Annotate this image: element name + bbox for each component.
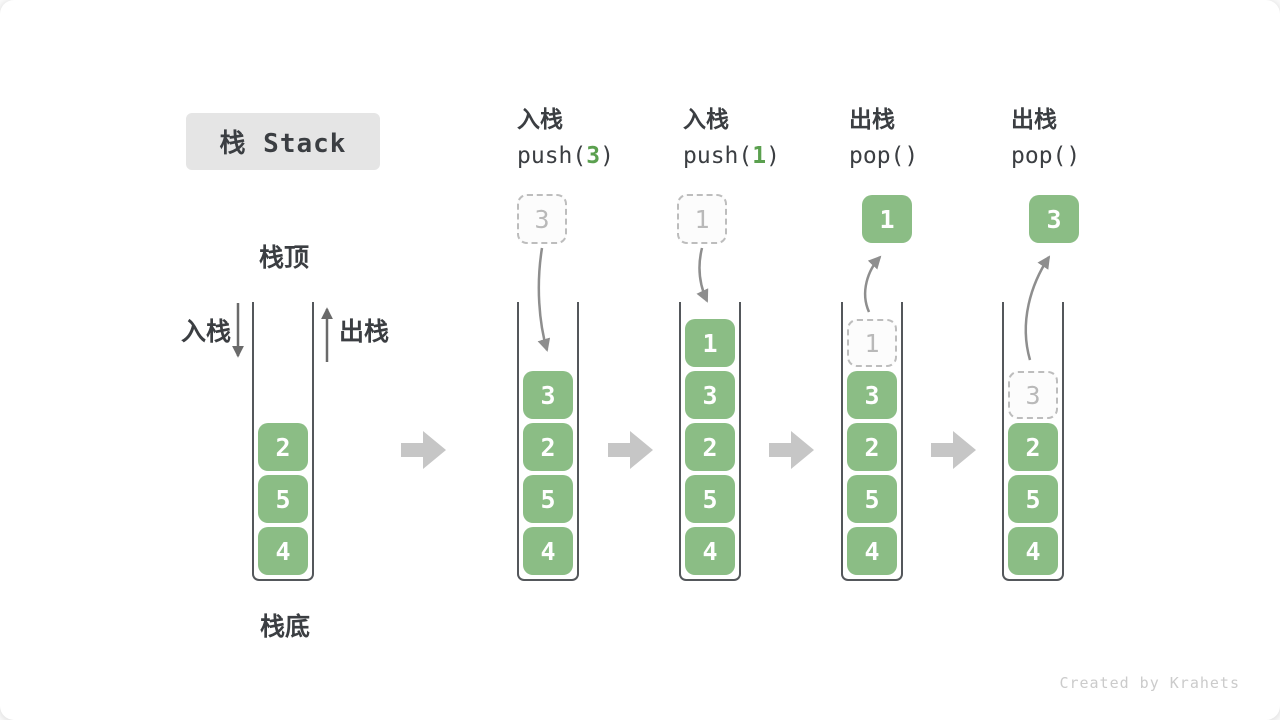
stack-item: 3 (523, 371, 573, 419)
stack-item: 2 (1008, 423, 1058, 471)
incoming-value-box: 1 (677, 194, 727, 244)
step-arrow-icon (401, 431, 446, 469)
stack-item: 2 (258, 423, 308, 471)
column-op-code: push(1) (683, 142, 780, 170)
pop-side-label: 出栈 (339, 317, 390, 346)
stack-item: 5 (523, 475, 573, 523)
stack-item-ghost: 1 (847, 319, 897, 367)
push-side-label: 入栈 (181, 317, 232, 346)
column-header-push-1: 入栈 push(1) (683, 106, 780, 170)
column-op-code: push(3) (517, 142, 614, 170)
step-arrow-icon (931, 431, 976, 469)
code-close: ) (904, 143, 919, 169)
stack-container-after-push-3 (517, 302, 579, 581)
push-1-arrow-icon (696, 247, 709, 303)
column-op-label: 入栈 (517, 107, 563, 133)
stack-item: 4 (258, 527, 308, 575)
step-arrow-icon (769, 431, 814, 469)
stack-item: 5 (1008, 475, 1058, 523)
code-fn: pop( (849, 143, 905, 169)
stack-item: 1 (685, 319, 735, 367)
step-arrow-icon (608, 431, 653, 469)
stack-container-initial (252, 302, 314, 581)
code-close: ) (600, 143, 614, 169)
stack-item: 5 (258, 475, 308, 523)
stack-bottom-label: 栈底 (259, 612, 310, 641)
stack-item: 2 (685, 423, 735, 471)
stack-item: 2 (523, 423, 573, 471)
stack-item: 5 (685, 475, 735, 523)
stack-item: 4 (847, 527, 897, 575)
incoming-value-box: 3 (517, 194, 567, 244)
code-close: ) (1066, 143, 1081, 169)
stack-container-after-pop-1 (841, 302, 903, 581)
code-fn: pop( (1011, 143, 1067, 169)
column-header-push-3: 入栈 push(3) (517, 106, 614, 170)
column-op-code: pop() (849, 142, 918, 170)
stack-container-after-pop-3 (1002, 302, 1064, 581)
stack-item: 3 (685, 371, 735, 419)
code-close: ) (766, 143, 780, 169)
popped-value-box: 1 (862, 195, 912, 243)
column-op-label: 入栈 (683, 107, 729, 133)
column-op-label: 出栈 (1011, 107, 1057, 133)
stack-item: 2 (847, 423, 897, 471)
code-fn: push( (517, 143, 587, 169)
code-arg: 3 (586, 143, 601, 169)
stack-container-after-push-1 (679, 302, 741, 581)
stack-item: 4 (523, 527, 573, 575)
stack-item: 5 (847, 475, 897, 523)
stack-item: 4 (685, 527, 735, 575)
popped-value-box: 3 (1029, 195, 1079, 243)
column-header-pop-1: 出栈 pop() (849, 106, 918, 170)
stack-item: 3 (847, 371, 897, 419)
code-arg: 1 (752, 143, 767, 169)
stack-item: 4 (1008, 527, 1058, 575)
column-header-pop-3: 出栈 pop() (1011, 106, 1080, 170)
column-op-label: 出栈 (849, 107, 895, 133)
stack-item-ghost: 3 (1008, 371, 1058, 419)
code-fn: push( (683, 143, 753, 169)
stack-top-label: 栈顶 (258, 243, 309, 272)
watermark: Created by Krahets (1059, 674, 1240, 692)
column-op-code: pop() (1011, 142, 1080, 170)
diagram-title: 栈 Stack (186, 113, 380, 170)
